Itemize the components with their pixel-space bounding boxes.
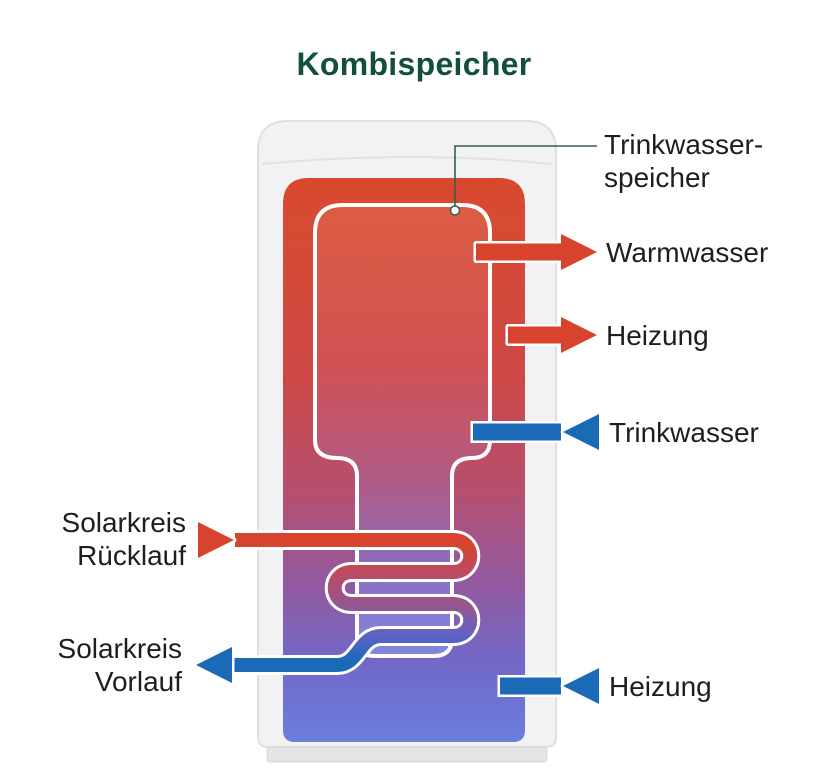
solar-ruecklauf-label-line1: Solarkreis	[61, 507, 186, 538]
trinkwasser-arrow-shaft	[470, 421, 564, 443]
trinkwasser-label: Trinkwasser	[609, 417, 759, 448]
heizung-top-arrow	[505, 314, 600, 356]
solar-vorlauf-label-line2: Vorlauf	[94, 666, 182, 697]
heizung-top-label: Heizung	[606, 320, 709, 351]
solar-coil-tube	[233, 533, 478, 672]
indicator-line	[454, 145, 597, 206]
heizung-bottom-label: Heizung	[609, 671, 712, 702]
solar-vorlauf-label-line1: Solarkreis	[57, 633, 182, 664]
indicator-dot	[449, 205, 461, 216]
trinkwasser-arrow-head	[560, 411, 602, 453]
solar-ruecklauf-arrow-head	[195, 519, 237, 561]
tank-base	[266, 746, 548, 763]
heizung-bottom-arrow-head	[560, 665, 602, 707]
heizung-bottom-arrow-shaft	[497, 675, 564, 697]
solar-ruecklauf-label-line2: Rücklauf	[77, 540, 186, 571]
page-title: Kombispeicher	[296, 46, 532, 82]
trinkwasserspeicher-label: Trinkwasser- speicher	[604, 128, 763, 194]
solar-vorlauf-label: Solarkreis Vorlauf	[58, 632, 182, 698]
trinkwasserspeicher-label-line2: speicher	[604, 162, 710, 193]
solar-vorlauf-arrow-head	[193, 644, 235, 686]
trinkwasserspeicher-label-line1: Trinkwasser-	[604, 129, 764, 160]
solar-ruecklauf-label: Solarkreis Rücklauf	[62, 506, 186, 572]
warmwasser-arrow	[473, 231, 600, 273]
warmwasser-label: Warmwasser	[606, 237, 769, 268]
tank-lid-line	[261, 156, 553, 165]
